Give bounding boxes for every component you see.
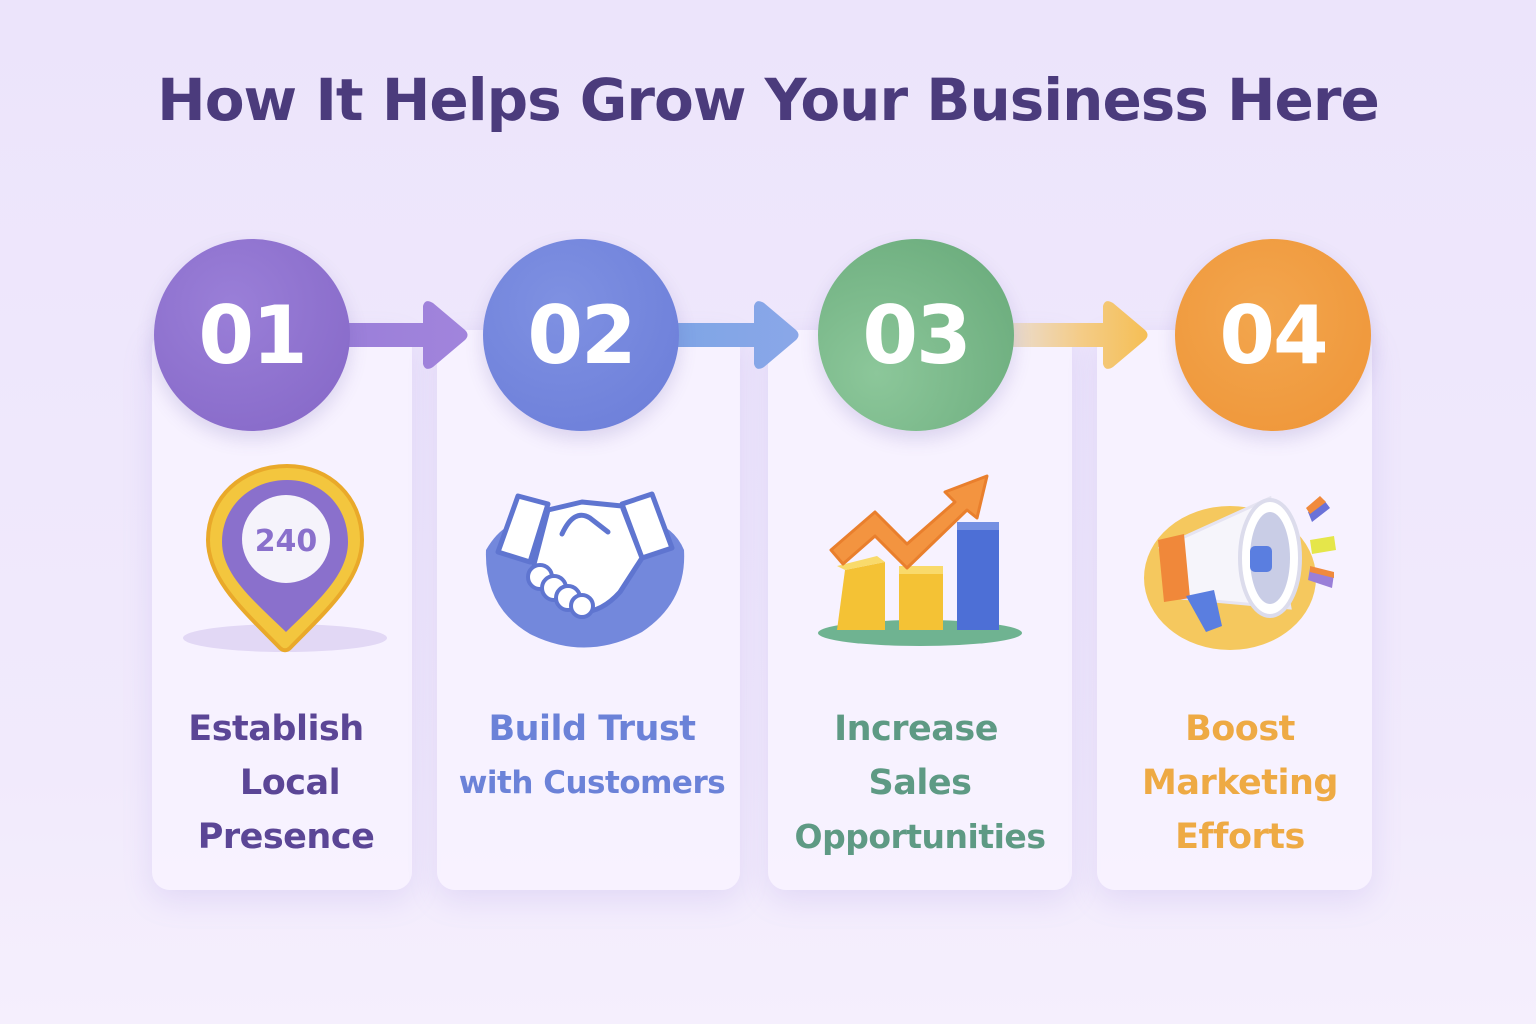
step-number-badge-2: 02 (483, 239, 679, 431)
step-label-2: Build Trust with Customers (437, 702, 747, 810)
step-label-line: Opportunities (794, 817, 1046, 856)
step-number-4: 04 (1219, 288, 1328, 382)
step-label-line: Marketing (1142, 763, 1338, 803)
step-number-2: 02 (527, 288, 636, 382)
step-number-3: 03 (862, 288, 971, 382)
megaphone-icon (1140, 478, 1345, 658)
step-label-line: Build Trust (488, 709, 696, 749)
step-number-badge-1: 01 (154, 239, 350, 431)
handshake-icon (482, 482, 688, 652)
step-label-1: Establish Local Presence (152, 702, 412, 864)
step-label-3: Increase Sales Opportunities (768, 702, 1072, 864)
map-pin-number: 240 (255, 524, 318, 559)
step-label-line: with Customers (458, 765, 726, 801)
step-label-line: Sales (868, 763, 972, 803)
step-label-line: Local (239, 763, 341, 803)
arrow-right-icon (345, 301, 468, 369)
map-pin-icon: 240 (180, 462, 390, 662)
page-title: How It Helps Grow Your Business Here (157, 66, 1380, 134)
step-number-badge-4: 04 (1175, 239, 1371, 431)
step-label-line: Increase (834, 709, 998, 749)
step-label-line: Presence (197, 817, 375, 857)
step-number-1: 01 (198, 288, 307, 382)
step-label-line: Efforts (1175, 817, 1305, 857)
step-label-line: Establish (188, 709, 364, 749)
step-label-line: Boost (1185, 709, 1295, 749)
step-label-4: Boost Marketing Efforts (1097, 702, 1383, 864)
growth-chart-icon (815, 470, 1025, 650)
arrow-right-icon (676, 301, 799, 369)
arrow-right-icon (1012, 301, 1148, 369)
step-number-badge-3: 03 (818, 239, 1014, 431)
